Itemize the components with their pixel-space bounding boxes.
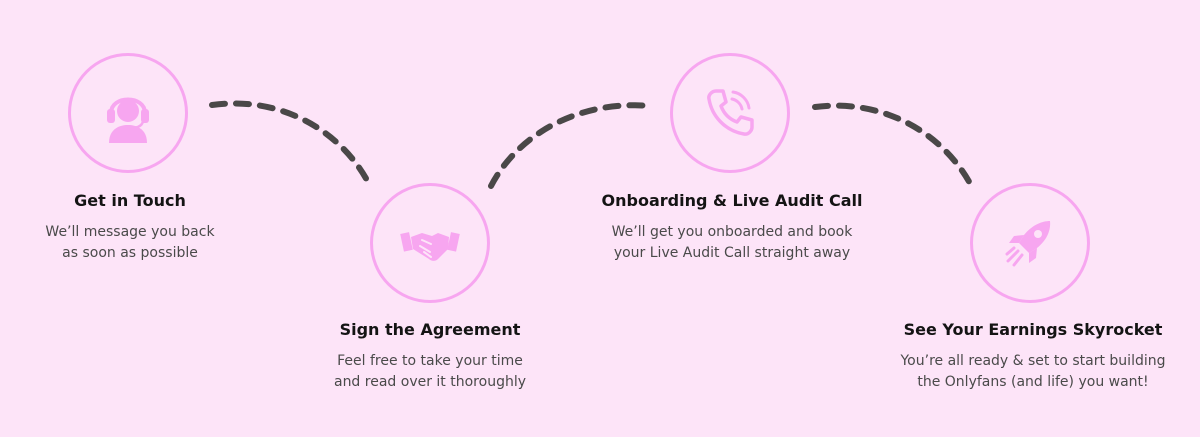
step-3-desc-line-2: your Live Audit Call straight away [613,245,851,261]
step-1-desc-line-2: as soon as possible [62,245,198,261]
step-1-desc-line-1: We’ll message you back [45,224,215,240]
connector-2-3 [488,102,653,189]
step-3-description: We’ll get you onboarded and book your Li… [582,222,882,264]
step-4-desc-line-1: You’re all ready & set to start building [900,353,1166,369]
step-4-text: See Your Earnings Skyrocket You’re all r… [883,320,1183,393]
connector-3-4 [812,102,975,190]
phone-call-icon [707,89,754,136]
handshake-icon [400,232,460,261]
step-1-title: Get in Touch [74,191,186,210]
step-2-title: Sign the Agreement [339,320,521,339]
rocket-icon [1005,221,1051,267]
step-4-circle [970,183,1090,303]
step-4-desc-line-2: the Onlyfans (and life) you want! [917,374,1149,390]
connector-1-2 [209,100,373,189]
step-4-description: You’re all ready & set to start building… [883,351,1183,393]
step-1-text: Get in Touch We’ll message you back as s… [0,191,280,264]
step-3-text: Onboarding & Live Audit Call We’ll get y… [582,191,882,264]
step-2-desc-line-1: Feel free to take your time [337,353,523,369]
step-2-text: Sign the Agreement Feel free to take you… [280,320,580,393]
headset-support-icon [107,97,149,143]
step-3-title: Onboarding & Live Audit Call [601,191,863,210]
step-3-circle [670,53,790,173]
step-4-title: See Your Earnings Skyrocket [903,320,1163,339]
step-3-desc-line-1: We’ll get you onboarded and book [611,224,853,240]
step-2-desc-line-2: and read over it thoroughly [333,374,526,390]
step-2-description: Feel free to take your time and read ove… [280,351,580,393]
step-1-circle [68,53,188,173]
step-1-description: We’ll message you back as soon as possib… [0,222,280,264]
step-2-circle [370,183,490,303]
